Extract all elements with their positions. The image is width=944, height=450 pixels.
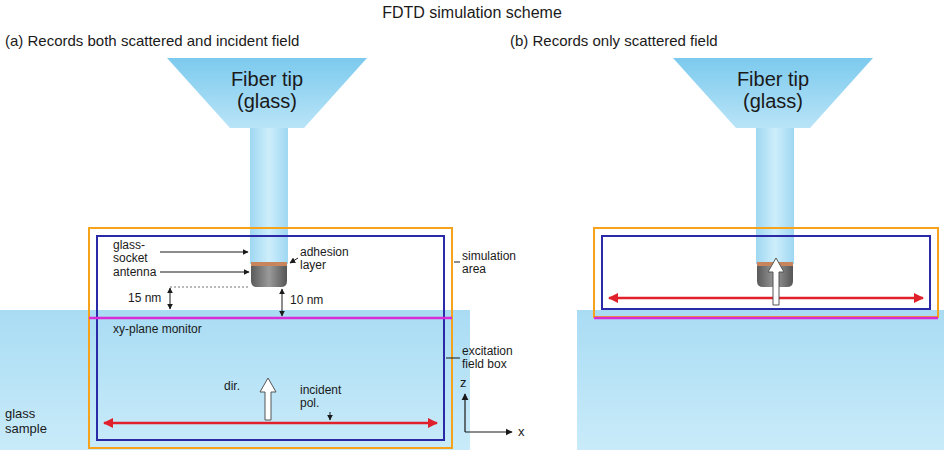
axis-z: [464, 394, 465, 432]
diagram-title: FDTD simulation scheme: [0, 4, 944, 22]
fiber-tip: Fiber tip (glass): [673, 58, 873, 128]
part-label: simulation area: [462, 250, 524, 276]
adhesion-layer: [251, 262, 287, 266]
panel-heading: (a) Records both scattered and incident …: [5, 33, 299, 50]
dimension-label: 15 nm: [128, 292, 161, 305]
leader-line: [446, 358, 460, 359]
fiber-tip: Fiber tip (glass): [167, 58, 367, 128]
leader-line: [160, 252, 248, 253]
antenna: [251, 266, 287, 287]
dimension-arrow: [282, 289, 283, 316]
direction-arrow: [260, 378, 276, 420]
fiber-tip-label: Fiber tip (glass): [212, 68, 322, 112]
monitor-plane: [89, 317, 452, 320]
part-label: antenna: [113, 266, 156, 279]
direction-label: dir.: [224, 380, 240, 393]
leader-line: [290, 258, 298, 263]
leader-line: [330, 412, 331, 420]
axis-label: z: [460, 376, 467, 390]
part-label: xy-plane monitor: [113, 323, 202, 336]
fiber-tip-label: Fiber tip (glass): [718, 68, 828, 112]
leader-line: [160, 272, 249, 273]
glass-sample-fill: [577, 310, 944, 450]
polarization-label: incident pol.: [300, 384, 356, 410]
polarization-arrow: [609, 297, 923, 300]
dimension-arrow: [170, 288, 171, 309]
part-label: adhesion layer: [300, 246, 356, 272]
dimension-label: 10 nm: [290, 294, 323, 307]
simulation-area-box: [89, 228, 452, 448]
part-label: excitation field box: [462, 345, 524, 371]
monitor-plane: [594, 317, 938, 320]
axis-label: x: [518, 425, 525, 439]
direction-arrow: [768, 258, 784, 305]
polarization-arrow: [104, 422, 437, 425]
glass-sample-label: glass sample: [5, 407, 55, 436]
glass-sample-fill: [0, 310, 470, 450]
excitation-field-box: [602, 236, 930, 309]
glass-socket: [756, 127, 794, 264]
simulation-area-box: [594, 228, 938, 317]
excitation-field-box: [97, 236, 444, 440]
glass-socket: [250, 127, 288, 264]
axis-x: [465, 431, 512, 432]
leader-line: [454, 262, 460, 263]
panel-heading: (b) Records only scattered field: [510, 33, 718, 50]
dimension-guide: [170, 287, 250, 288]
part-label: glass-socket: [113, 239, 159, 265]
